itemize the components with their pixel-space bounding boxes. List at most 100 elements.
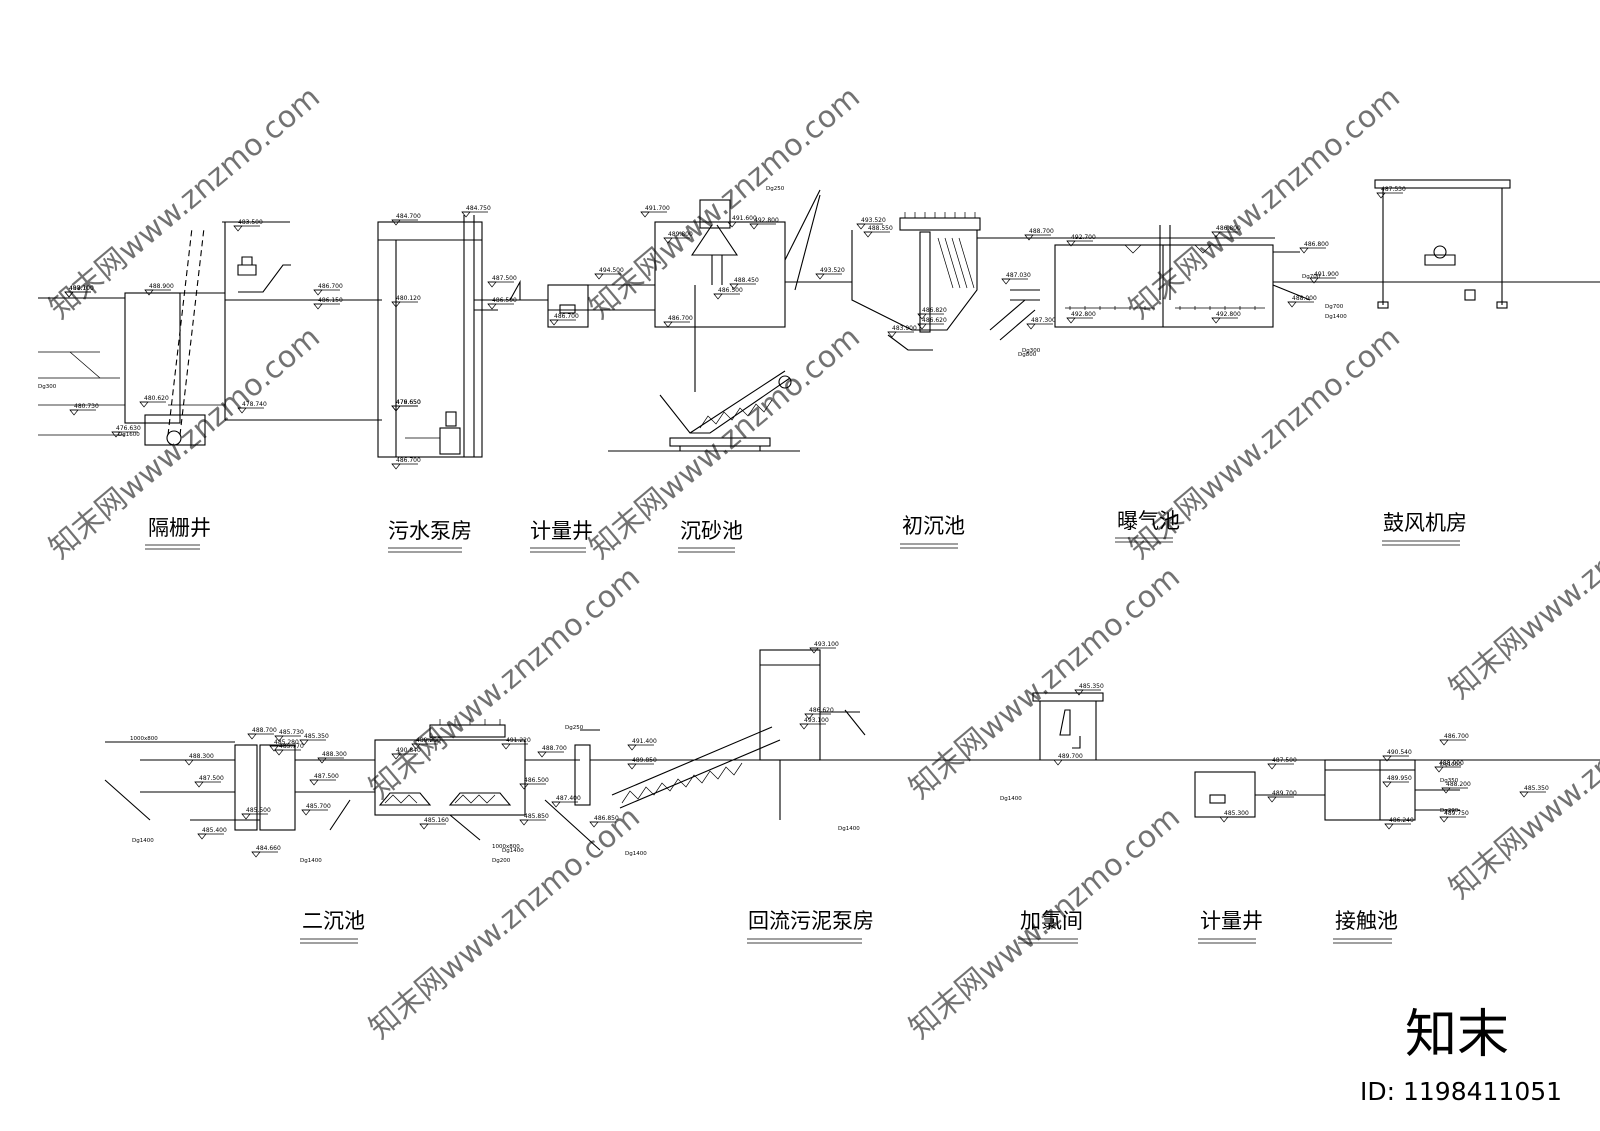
elevation-mark: 488.700 [247, 727, 277, 740]
titles: 隔栅井 污水泵房 计量井 沉砂池 初沉池 曝气池 鼓风机房 二沉池 回流污泥泵房… [145, 509, 1467, 944]
elevation-mark: 487.500 [194, 775, 224, 788]
elevation-value: 487.500 [199, 775, 224, 782]
pipe-label: Dg300 [38, 384, 57, 390]
elevation-mark: 491.600 [727, 215, 757, 228]
elevation-value: 486.700 [1444, 733, 1469, 740]
title-grit-chamber: 沉砂池 [680, 519, 743, 543]
elevation-mark: 491.400 [627, 738, 657, 751]
elevation-mark: 485.350 [299, 733, 329, 746]
pipe-label: Dg700 [1302, 274, 1321, 280]
pipe-label: Dg700 [1325, 304, 1344, 310]
metering-well-1-section [509, 279, 655, 328]
elevation-value: 486.700 [318, 283, 343, 290]
elevation-mark: 486.240 [1384, 817, 1414, 830]
elevation-mark: 487.030 [1001, 272, 1031, 285]
watermark-text: 知末网www.znzmo.com [1123, 80, 1407, 326]
title-chlorination-room: 加氯间 [1020, 909, 1083, 933]
elevation-value: 487.500 [314, 773, 339, 780]
elevation-mark: 485.730 [274, 729, 304, 742]
title-return-sludge-pump-house: 回流污泥泵房 [748, 909, 874, 933]
elevation-mark: 485.280 [269, 739, 299, 752]
elevation-mark: 480.120 [391, 295, 421, 308]
elevation-value: 486.800 [1216, 225, 1241, 232]
elevation-mark: 486.700 [313, 283, 343, 296]
elevation-mark: 493.520 [856, 217, 886, 230]
pipe-label: Dg1400 [625, 851, 647, 857]
brand-id-text: ID: 1198411051 [1360, 1077, 1562, 1106]
elevation-value: 485.350 [1524, 785, 1549, 792]
title-metering-well-2: 计量井 [1200, 909, 1263, 933]
elevation-value: 487.300 [1031, 317, 1056, 324]
elevation-value: 490.840 [396, 747, 421, 754]
elevation-value: 486.500 [718, 287, 743, 294]
elevation-mark: 493.520 [815, 267, 845, 280]
elevation-value: 487.500 [492, 275, 517, 282]
elevation-value: 485.280 [274, 739, 299, 746]
elevation-mark: 491.700 [640, 205, 670, 218]
brand-logo-text: 知末 [1405, 1005, 1509, 1065]
elevation-mark: 488.000 [1434, 760, 1464, 773]
aeration-tank-section [1054, 225, 1311, 328]
elevation-mark: 486.800 [1299, 241, 1329, 254]
elevation-mark: 486.700 [549, 313, 579, 326]
elevation-mark: 484.660 [251, 845, 281, 858]
pipe-label: Dg200 [1440, 808, 1459, 814]
elevation-mark: 485.500 [241, 807, 271, 820]
elevation-mark: 490.840 [391, 747, 421, 760]
elevation-mark: 490.540 [1382, 749, 1412, 762]
pipe-label: 1000x800 [130, 736, 158, 742]
watermark-text: 知末网www.znzmo.com [903, 560, 1187, 806]
elevation-mark: 478.740 [237, 401, 267, 414]
elevation-mark: 480.620 [139, 395, 169, 408]
elevation-value: 488.700 [1029, 228, 1054, 235]
elevation-mark: 493.100 [809, 641, 839, 654]
elevation-value: 489.700 [1272, 790, 1297, 797]
elevation-value: 493.100 [804, 717, 829, 724]
elevation-value: 485.400 [202, 827, 227, 834]
elevation-mark: 493.100 [799, 717, 829, 730]
elevation-value: 486.800 [1304, 241, 1329, 248]
elevation-mark: 484.750 [461, 205, 491, 218]
elevation-mark: 486.500 [487, 297, 517, 310]
elevation-value: 493.100 [814, 641, 839, 648]
elevation-mark: 486.700 [391, 457, 421, 470]
elevation-value: 490.540 [1387, 749, 1412, 756]
elevation-mark: 488.000 [1287, 295, 1317, 308]
elevation-value: 484.700 [396, 213, 421, 220]
pipe-label: Dg1400 [1000, 796, 1022, 802]
return-sludge-pump-house-section [544, 649, 1600, 851]
title-primary-clarifier: 初沉池 [902, 514, 965, 538]
elevation-mark: 492.800 [749, 217, 779, 230]
title-contact-tank: 接触池 [1335, 909, 1398, 933]
elevation-value: 488.700 [252, 727, 277, 734]
elevation-value: 491.220 [506, 737, 531, 744]
elevation-mark: 483.500 [233, 219, 263, 232]
elevation-value: 492.800 [754, 217, 779, 224]
elevation-mark: 492.800 [1211, 311, 1241, 324]
elevation-value: 486.820 [922, 307, 947, 314]
elevation-mark: 486.500 [713, 287, 743, 300]
pipe-label: Dg1400 [502, 848, 524, 854]
elevation-mark: 489.750 [1439, 810, 1469, 823]
elevation-value: 489.290 [416, 737, 441, 744]
elevation-value: 486.700 [554, 313, 579, 320]
elevation-mark: 487.530 [1376, 186, 1406, 199]
elevation-value: 487.530 [1381, 186, 1406, 193]
grit-chamber-section [608, 189, 852, 452]
elevation-mark: 491.900 [1309, 271, 1339, 284]
elevation-value: 494.500 [599, 267, 624, 274]
elevation-value: 489.750 [1444, 810, 1469, 817]
elevation-mark: 485.700 [301, 803, 331, 816]
elevation-value: 485.850 [524, 813, 549, 820]
elevation-value: 485.160 [424, 817, 449, 824]
elevation-mark: 486.820 [917, 307, 947, 320]
elevation-value: 485.300 [1224, 810, 1249, 817]
elevation-value: 480.730 [74, 403, 99, 410]
elevation-value: 489.700 [1058, 753, 1083, 760]
elevation-mark: 488.200 [1441, 781, 1471, 794]
elevation-mark: 485.350 [1519, 785, 1549, 798]
elevation-mark: 488.300 [184, 753, 214, 766]
elevation-value: 486.500 [492, 297, 517, 304]
